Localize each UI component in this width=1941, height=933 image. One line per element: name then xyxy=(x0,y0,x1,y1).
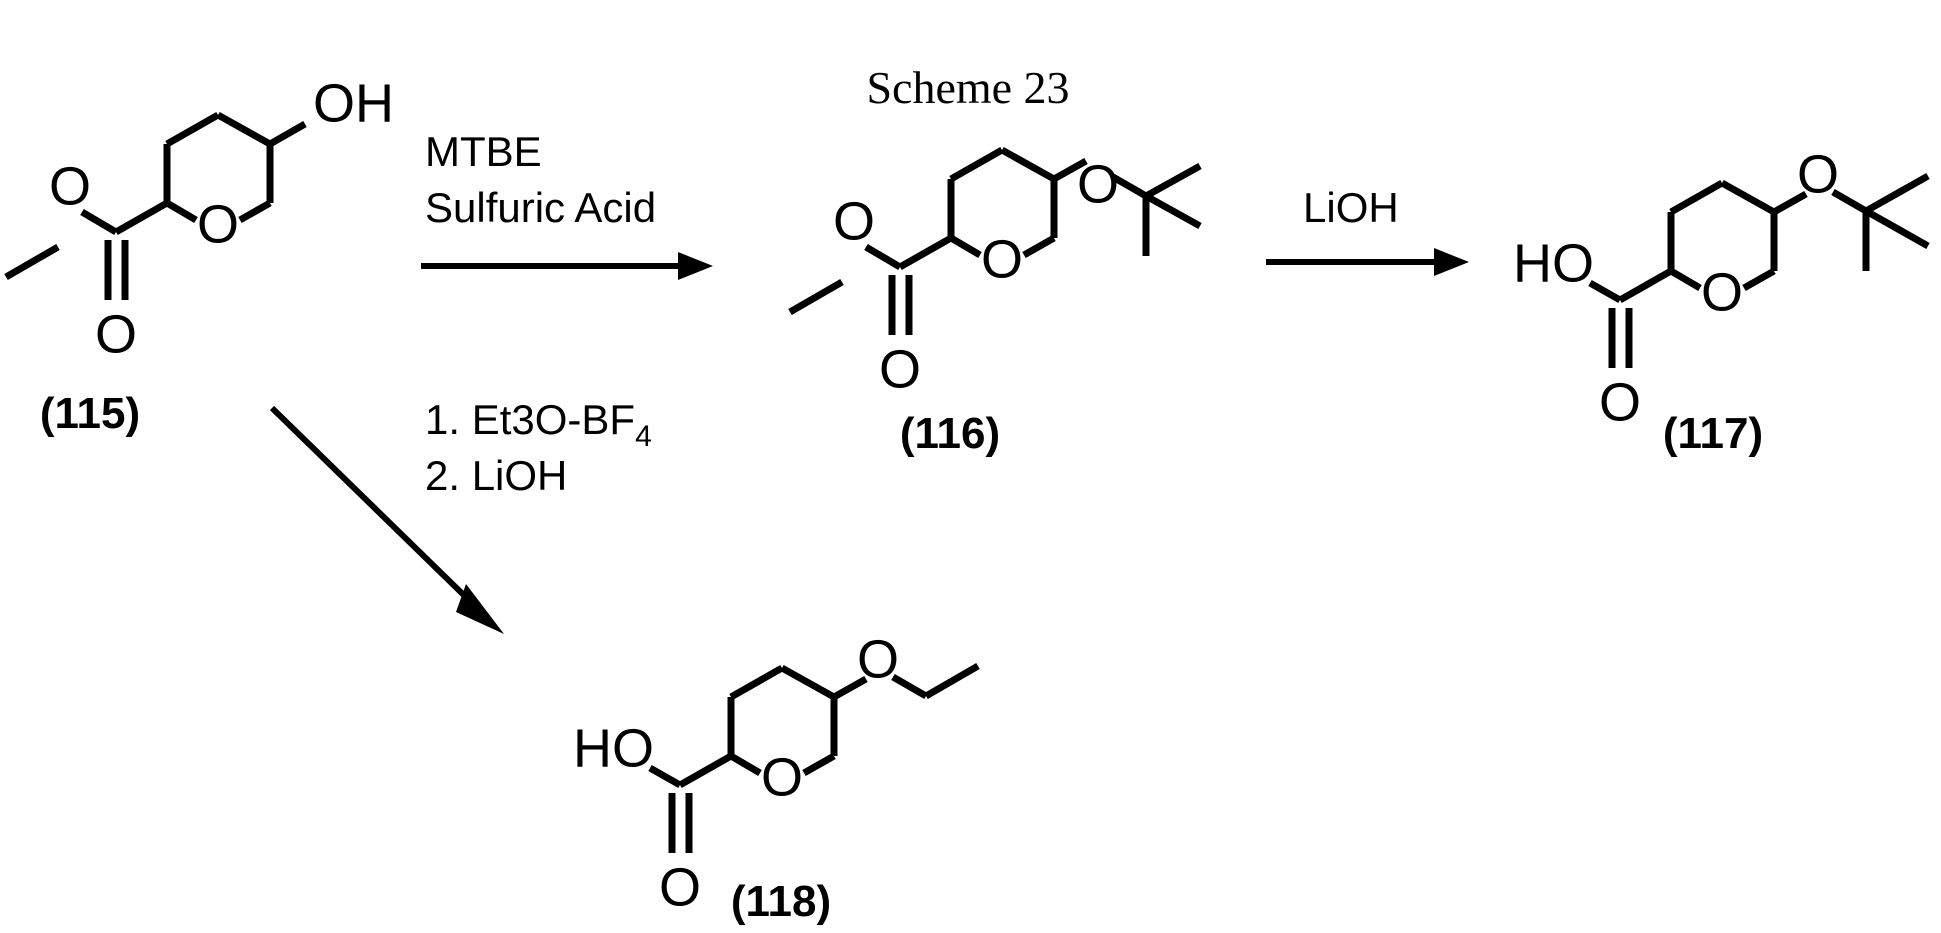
reagent-1-line-1: MTBE xyxy=(425,128,542,175)
acid-hydroxyl-label-118: HO xyxy=(573,718,654,778)
acid-hydroxyl-label-117: HO xyxy=(1513,233,1594,293)
bond-ring-o1c2-118 xyxy=(729,752,762,777)
hydroxyl-label-115: OH xyxy=(313,73,394,133)
carbonyl-oxygen-label-116: O xyxy=(879,339,921,399)
bond-ho-carbonyl-117 xyxy=(1588,279,1622,304)
carbonyl-oxygen-label-117: O xyxy=(1599,372,1641,432)
bond-ch2-ch3-118 xyxy=(924,662,980,700)
reagent-3-line-1: 1. Et3O-BF4 xyxy=(425,396,652,453)
compound-label-117: (117) xyxy=(1663,409,1763,458)
bond-ring-c3c4-115 xyxy=(165,111,220,148)
bond-ring-c4c5-118 xyxy=(780,664,836,701)
structure-115: O O O OH (115) xyxy=(4,73,394,438)
bond-ring-o1c2-116 xyxy=(949,234,982,259)
ester-oxygen-label-115: O xyxy=(49,156,91,216)
reagent-3-line-2: 2. LiOH xyxy=(425,452,567,499)
ring-oxygen-label-115: O xyxy=(197,194,239,254)
bond-tbu-methyl-1-117 xyxy=(1864,172,1930,215)
structure-118: HO O O O (118) xyxy=(573,629,980,926)
bond-ring-c4c5-115 xyxy=(216,111,272,148)
arrow-3-head xyxy=(456,584,504,634)
reaction-arrow-2: LiOH xyxy=(1266,184,1469,276)
arrow-1-head xyxy=(678,252,713,280)
arrow-3-shaft xyxy=(269,405,476,607)
bond-etherO-cq-117 xyxy=(1831,188,1868,215)
ring-oxygen-label-116: O xyxy=(981,229,1023,289)
bond-c5-etherO-116 xyxy=(1052,157,1088,183)
bond-ring-c3c4-118 xyxy=(729,664,784,701)
reaction-arrow-3: 1. Et3O-BF4 2. LiOH xyxy=(269,396,652,634)
bond-ring-c6o1-117 xyxy=(1742,267,1776,292)
bond-esterO-carbonyl-115 xyxy=(80,208,118,236)
bond-ring-c4c5-116 xyxy=(1000,146,1056,183)
ring-oxygen-label-117: O xyxy=(1701,262,1743,322)
bond-ho-carbonyl-118 xyxy=(648,764,682,789)
bond-ring-c6o1-115 xyxy=(238,199,272,224)
bond-carbonyl-ring-115 xyxy=(114,199,169,236)
bond-methyl-116 xyxy=(788,278,844,316)
bond-ring-c4c5-117 xyxy=(1720,179,1776,216)
compound-label-118: (118) xyxy=(731,877,831,926)
bond-esterO-carbonyl-116 xyxy=(864,243,902,271)
bond-ring-o1c2-117 xyxy=(1669,267,1702,292)
reagent-2-line-1: LiOH xyxy=(1303,184,1399,231)
bond-c5-etherO-118 xyxy=(832,675,868,701)
bond-carbonyl-ring-116 xyxy=(898,234,953,271)
bond-etherO-cq-116 xyxy=(1111,173,1148,200)
bond-tbu-methyl-2-117 xyxy=(1864,207,1930,250)
bond-carbonyl-ring-117 xyxy=(1618,267,1673,304)
carbonyl-oxygen-label-115: O xyxy=(95,304,137,364)
bond-methyl-115 xyxy=(4,243,60,281)
bond-etherO-ch2-118 xyxy=(891,673,928,700)
ester-oxygen-label-116: O xyxy=(833,191,875,251)
bond-ring-o1c2-115 xyxy=(165,199,198,224)
ring-oxygen-label-118: O xyxy=(761,747,803,807)
bond-c5-oh-115 xyxy=(268,120,307,148)
bond-tbu-methyl-2-116 xyxy=(1144,192,1202,230)
compound-label-116: (116) xyxy=(900,409,1000,458)
bond-ring-c6o1-116 xyxy=(1022,234,1056,259)
ether-oxygen-label-116: O xyxy=(1077,154,1119,214)
bond-ring-c3c4-116 xyxy=(949,146,1004,183)
structure-117: HO O O O (117) xyxy=(1513,144,1930,458)
reaction-arrow-1: MTBE Sulfuric Acid xyxy=(421,128,713,280)
compound-label-115: (115) xyxy=(40,389,140,438)
scheme-title: Scheme 23 xyxy=(866,62,1069,113)
bond-ring-c6o1-118 xyxy=(802,752,836,777)
bond-c5-etherO-117 xyxy=(1772,190,1808,216)
bond-carbonyl-ring-118 xyxy=(678,752,733,789)
bond-tbu-methyl-1-116 xyxy=(1144,162,1202,200)
bond-ring-c3c4-117 xyxy=(1669,179,1724,216)
carbonyl-oxygen-label-118: O xyxy=(659,857,701,917)
structure-116: O O O O (116) xyxy=(788,146,1202,458)
arrow-2-head xyxy=(1434,248,1469,276)
reagent-1-line-2: Sulfuric Acid xyxy=(425,184,656,231)
